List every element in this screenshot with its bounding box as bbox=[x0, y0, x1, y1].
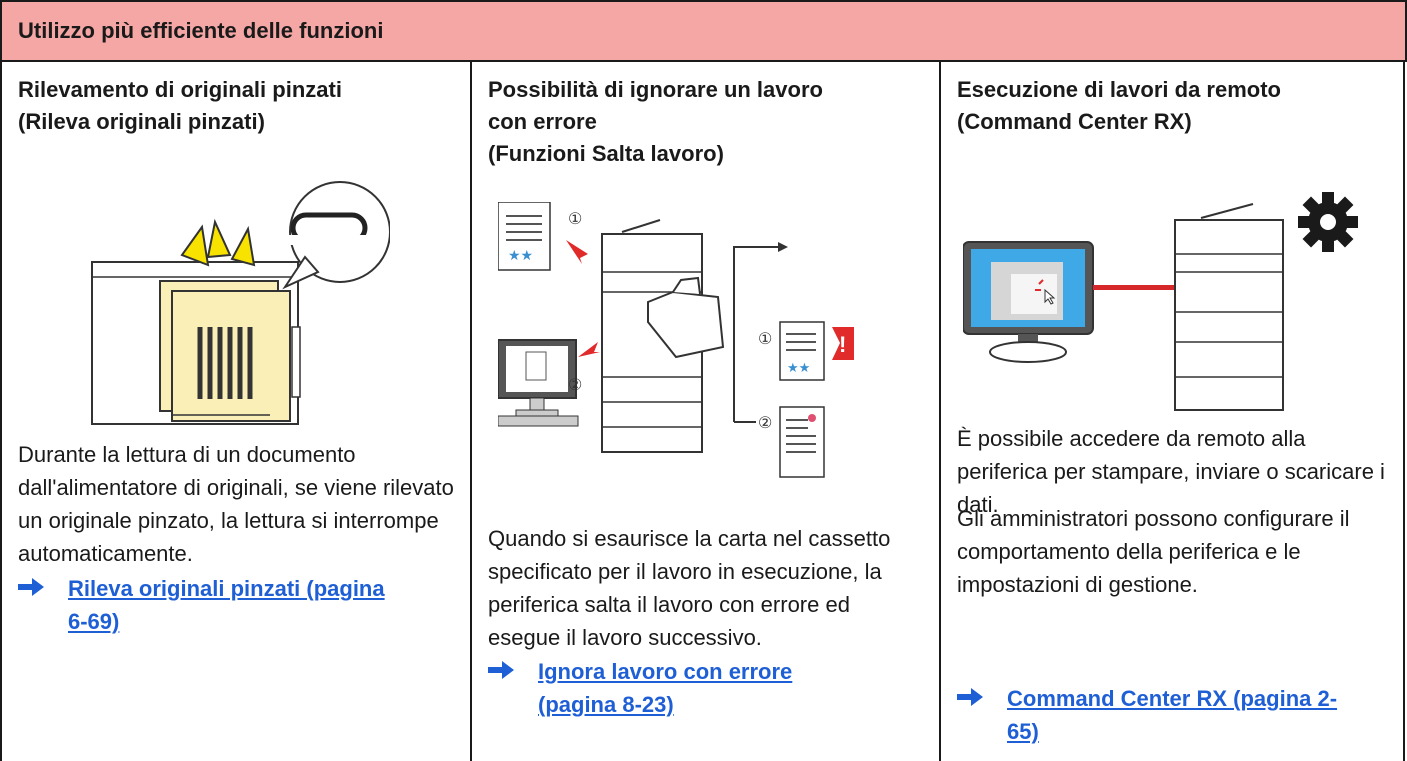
arrow-right-icon bbox=[488, 661, 514, 679]
column-body: Quando si esaurisce la carta nel cassett… bbox=[488, 526, 891, 650]
column-title: Rilevamento di originali pinzati bbox=[18, 77, 342, 102]
arrow-right-icon bbox=[957, 688, 983, 706]
svg-text:②: ② bbox=[758, 415, 772, 432]
step-marker: ① bbox=[568, 211, 582, 228]
reference-link[interactable]: (pagina 8-23) bbox=[538, 692, 674, 717]
svg-text:★★: ★★ bbox=[787, 360, 810, 375]
reference-link-row[interactable]: Rileva originali pinzati (pagina 6-69) bbox=[18, 572, 385, 638]
column-subtitle: (Command Center RX) bbox=[957, 109, 1192, 134]
column-stapled-originals: Rilevamento di originali pinzati (Rileva… bbox=[2, 62, 470, 761]
section-title: Utilizzo più efficiente delle funzioni bbox=[18, 18, 384, 43]
reference-link-row[interactable]: Command Center RX (pagina 2- 65) bbox=[957, 682, 1337, 748]
svg-text:★★: ★★ bbox=[508, 247, 533, 263]
column-title: Esecuzione di lavori da remoto bbox=[957, 77, 1281, 102]
svg-text:①: ① bbox=[758, 331, 772, 348]
reference-link[interactable]: Rileva originali pinzati (pagina bbox=[68, 576, 385, 601]
section-header: Utilizzo più efficiente delle funzioni bbox=[0, 0, 1407, 62]
skip-job-illustration: ★★ ① ② ① ★★ ! ② bbox=[498, 202, 854, 478]
column-subtitle: (Rileva originali pinzati) bbox=[18, 109, 265, 134]
svg-text:②: ② bbox=[568, 377, 582, 394]
column-body-2: Gli amministratori possono configurare i… bbox=[957, 506, 1350, 597]
column-title: Possibilità di ignorare un lavoro bbox=[488, 77, 823, 102]
reference-link[interactable]: 65) bbox=[1007, 719, 1039, 744]
reference-link[interactable]: Ignora lavoro con errore bbox=[538, 659, 793, 684]
reference-link-row[interactable]: Ignora lavoro con errore (pagina 8-23) bbox=[488, 655, 792, 721]
column-skip-job: Possibilità di ignorare un lavoro con er… bbox=[472, 62, 939, 761]
stapled-detection-illustration bbox=[91, 181, 390, 425]
column-subtitle: (Funzioni Salta lavoro) bbox=[488, 141, 724, 166]
column-divider bbox=[470, 62, 472, 761]
column-remote-jobs: Esecuzione di lavori da remoto (Command … bbox=[941, 62, 1405, 761]
column-body: Durante la lettura di un documento dall'… bbox=[18, 442, 454, 566]
column-body: È possibile accedere da remoto alla peri… bbox=[957, 426, 1385, 517]
reference-link[interactable]: Command Center RX (pagina 2- bbox=[1007, 686, 1338, 711]
column-title-cont: con errore bbox=[488, 109, 597, 134]
arrow-right-icon bbox=[18, 578, 44, 596]
remote-access-illustration bbox=[963, 192, 1358, 411]
column-divider bbox=[939, 62, 941, 761]
svg-text:!: ! bbox=[839, 332, 846, 357]
reference-link[interactable]: 6-69) bbox=[68, 609, 120, 634]
